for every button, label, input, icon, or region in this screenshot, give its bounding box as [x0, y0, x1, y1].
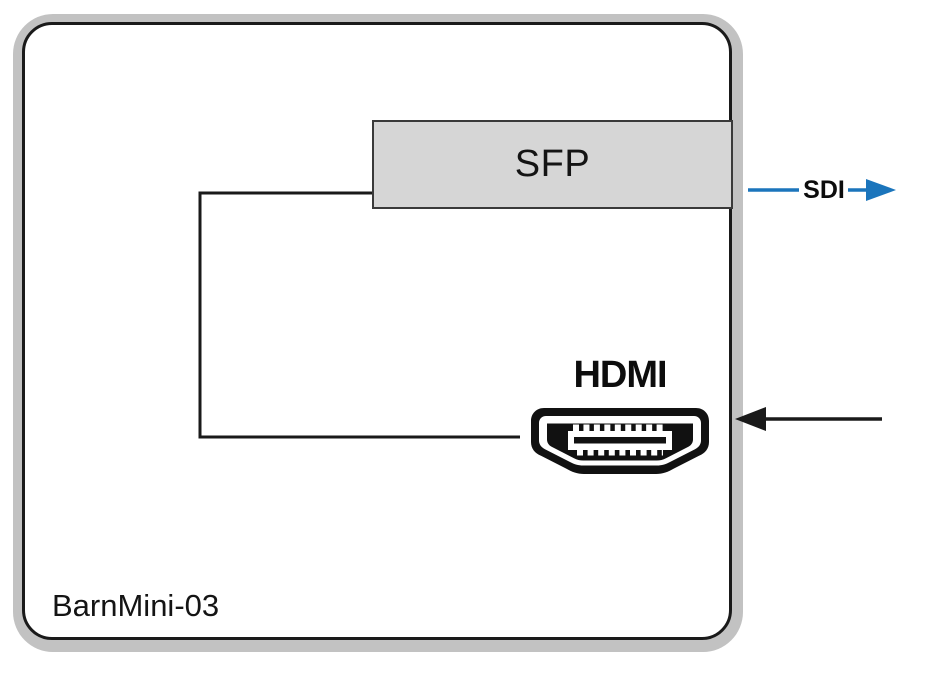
arrow-left-icon — [735, 407, 766, 431]
device-name-label: BarnMini-03 — [52, 588, 220, 623]
sfp-to-hdmi-connection-line — [198, 191, 520, 439]
sdi-output-label: SDI — [803, 176, 845, 204]
hdmi-port-label: HDMI — [573, 354, 667, 396]
hdmi-port-icon — [530, 407, 710, 475]
sfp-module-box: SFP — [372, 120, 733, 209]
arrow-right-icon — [866, 179, 896, 201]
sfp-module-label: SFP — [514, 143, 591, 185]
